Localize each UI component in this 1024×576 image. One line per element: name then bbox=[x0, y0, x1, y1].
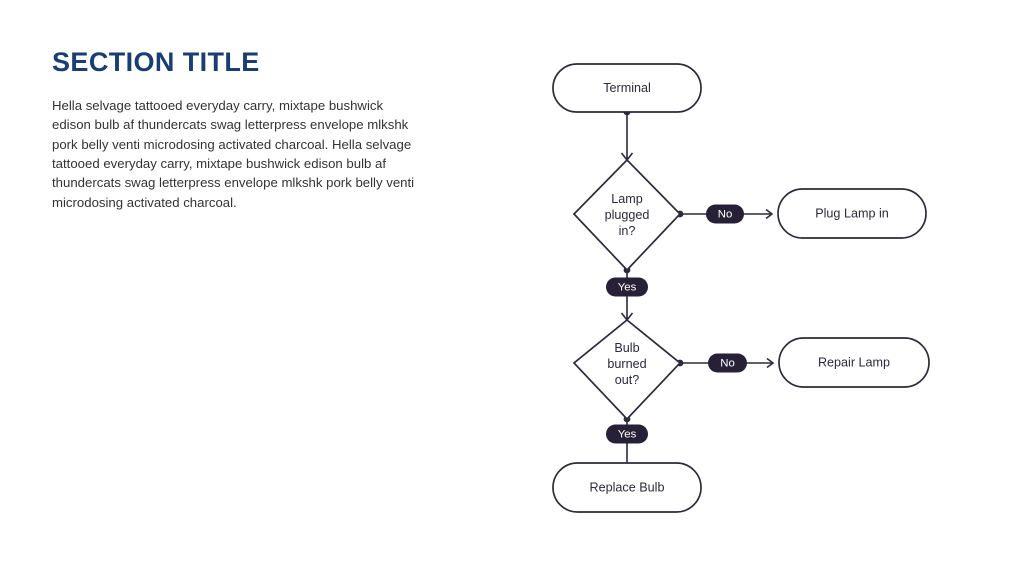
edge-label-decision1-no: No bbox=[706, 204, 744, 224]
node-repair-lamp[interactable]: Repair Lamp bbox=[778, 337, 930, 388]
text-column: Section Title Hella selvage tattooed eve… bbox=[52, 47, 422, 212]
node-replace-bulb[interactable]: Replace Bulb bbox=[552, 462, 702, 513]
page-title: Section Title bbox=[52, 47, 260, 77]
edge-label-decision1-yes-text: Yes bbox=[618, 282, 637, 294]
node-replace-bulb-label: Replace Bulb bbox=[590, 480, 665, 494]
node-decision1-label-line1: Lamp bbox=[611, 192, 643, 206]
edge-label-decision2-no-text: No bbox=[720, 358, 735, 370]
node-decision2-label-line2: burned bbox=[607, 357, 646, 371]
edge-label-decision2-yes-text: Yes bbox=[618, 429, 637, 441]
node-decision1-label-line3: in? bbox=[619, 224, 636, 238]
flowchart-canvas: Terminal Lamp plugged in? No Plug Lamp i… bbox=[552, 63, 930, 513]
edge-label-decision1-no-text: No bbox=[718, 209, 733, 221]
node-plug-lamp-in[interactable]: Plug Lamp in bbox=[777, 188, 927, 239]
node-decision2-label-line1: Bulb bbox=[614, 341, 639, 355]
body-paragraph: Hella selvage tattooed everyday carry, m… bbox=[52, 97, 415, 210]
edge-label-decision1-yes: Yes bbox=[606, 277, 648, 297]
connector-terminal-to-decision1 bbox=[620, 108, 634, 162]
node-terminal[interactable]: Terminal bbox=[552, 63, 702, 113]
node-terminal-label: Terminal bbox=[603, 81, 651, 95]
flowchart: Terminal Lamp plugged in? No Plug Lamp i… bbox=[520, 40, 990, 540]
node-decision2-label-line3: out? bbox=[615, 373, 640, 387]
node-decision-lamp-plugged-in[interactable]: Lamp plugged in? bbox=[572, 158, 682, 272]
node-decision-bulb-burned-out[interactable]: Bulb burned out? bbox=[572, 318, 682, 421]
edge-label-decision2-no: No bbox=[708, 353, 747, 373]
edge-label-decision2-yes: Yes bbox=[606, 424, 648, 444]
node-plug-lamp-in-label: Plug Lamp in bbox=[815, 206, 889, 220]
node-repair-lamp-label: Repair Lamp bbox=[818, 355, 890, 369]
node-decision1-label-line2: plugged bbox=[605, 208, 650, 222]
